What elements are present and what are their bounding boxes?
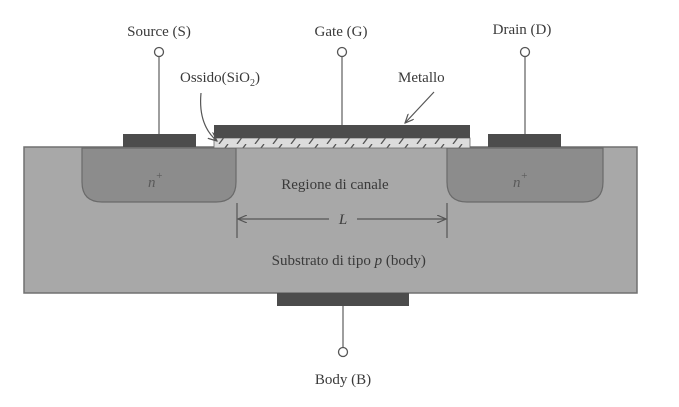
source-n-plus-region (81, 147, 237, 203)
gate-terminal-node (336, 46, 348, 58)
source-doping-label: n+ (148, 170, 163, 191)
source-terminal (153, 46, 165, 134)
substrate-label-prefix: Substrato di tipo (272, 253, 375, 269)
drain-doping-label: n+ (513, 170, 528, 191)
substrate-label-type: p (374, 253, 383, 269)
drain-terminal-node (519, 46, 531, 58)
oxide-label: Ossido(SiO2) (180, 70, 260, 89)
gate-metal (214, 125, 470, 138)
oxide-layer (213, 137, 471, 149)
oxide-label-suffix: ) (255, 70, 260, 86)
oxide-label-subscript: 2 (250, 78, 255, 89)
drain-contact (488, 134, 561, 147)
length-label: L (338, 212, 347, 228)
oxide-label-prefix: Ossido(SiO (180, 70, 250, 86)
drain-label: Drain (D) (493, 22, 552, 38)
metal-label: Metallo (398, 70, 445, 86)
source-contact (123, 134, 196, 147)
oxide-arrow (199, 92, 217, 141)
drain-terminal (519, 46, 531, 134)
body-label: Body (B) (315, 372, 371, 388)
gate-terminal (336, 46, 348, 125)
metal-arrow (405, 91, 435, 123)
source-terminal-node (153, 46, 165, 58)
body-terminal-node (337, 346, 349, 358)
substrate-label: Substrato di tipo p (body) (253, 253, 437, 269)
substrate-label-suffix: (body) (382, 253, 426, 269)
body-terminal (337, 306, 349, 358)
drain-n-plus-region (446, 147, 604, 203)
gate-label: Gate (G) (315, 24, 368, 40)
channel-region-label: Regione di canale (281, 177, 389, 193)
source-label: Source (S) (127, 24, 191, 40)
body-contact (277, 293, 409, 306)
